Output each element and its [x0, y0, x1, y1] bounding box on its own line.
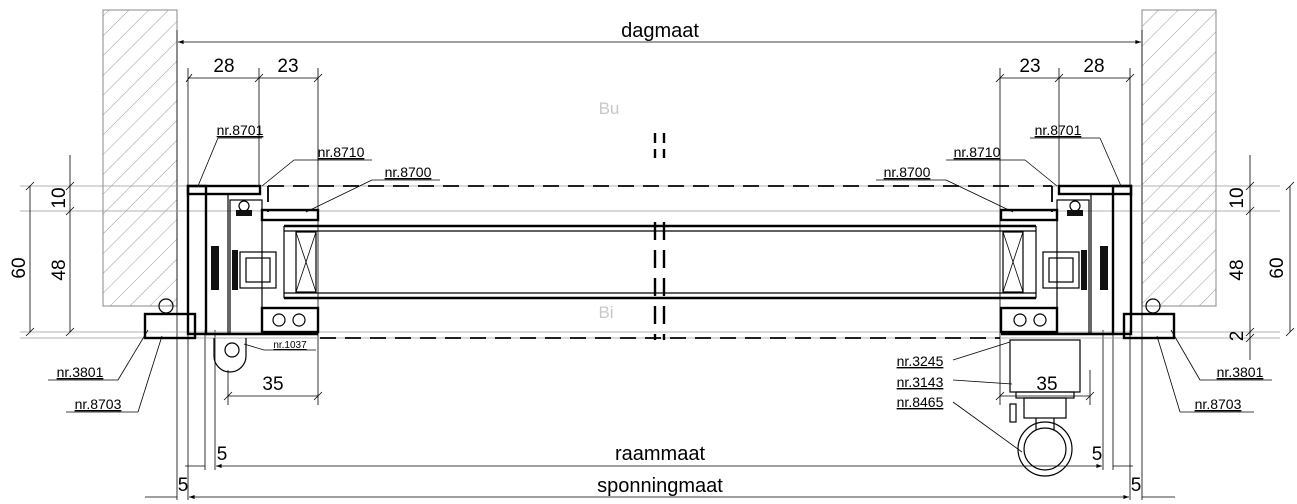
part-left-8700: nr.8700 — [385, 164, 432, 180]
dim-top-right-28: 28 — [1083, 56, 1104, 77]
dim-right-60: 60 — [1267, 257, 1288, 278]
part-right-8703: nr.8703 — [1195, 396, 1242, 412]
dim-left-5-raam: 5 — [217, 444, 228, 465]
raammaat-label: raammaat — [615, 443, 705, 465]
part-right-3143: nr.3143 — [897, 374, 944, 390]
left-frame-profile — [143, 184, 320, 373]
dim-left-10: 10 — [49, 187, 70, 208]
dim-top-left-23: 23 — [277, 56, 298, 77]
left-leaders — [48, 137, 440, 413]
dim-bottom-right-35: 35 — [1036, 374, 1057, 395]
dim-right-5-sponning: 5 — [1131, 475, 1142, 496]
right-frame-profile — [999, 184, 1176, 477]
dagmaat-label: dagmaat — [621, 20, 699, 42]
dim-top-right-23: 23 — [1019, 56, 1040, 77]
sash-outline — [267, 185, 1053, 339]
part-left-1037: nr.1037 — [273, 340, 307, 351]
part-left-8703: nr.8703 — [75, 396, 122, 412]
outside-label: Bu — [599, 99, 620, 118]
part-left-8710: nr.8710 — [318, 144, 365, 160]
glass-panel — [283, 224, 1037, 300]
dim-left-5-sponning: 5 — [178, 475, 189, 496]
dim-right-2: 2 — [1227, 331, 1248, 342]
part-left-8701: nr.8701 — [217, 122, 264, 138]
inside-label: Bi — [598, 303, 613, 322]
left-wall — [102, 9, 178, 307]
part-left-3801: nr.3801 — [57, 364, 104, 380]
dim-left-60: 60 — [9, 257, 30, 278]
dim-right-48: 48 — [1227, 259, 1248, 280]
dim-bottom-left-35: 35 — [262, 374, 283, 395]
part-right-8700: nr.8700 — [884, 164, 931, 180]
dim-right-5-raam: 5 — [1092, 444, 1103, 465]
dim-right-10: 10 — [1227, 187, 1248, 208]
dim-top-left-28: 28 — [213, 56, 234, 77]
right-vertical-dims — [1245, 155, 1295, 360]
right-wall — [1141, 9, 1217, 307]
part-right-8701: nr.8701 — [1035, 122, 1082, 138]
part-right-8465: nr.8465 — [897, 394, 944, 410]
dim-left-48: 48 — [49, 259, 70, 280]
sponningmaat-label: sponningmaat — [597, 475, 723, 497]
left-vertical-dims — [25, 155, 75, 337]
center-break — [653, 133, 666, 340]
right-leaders — [876, 137, 1272, 453]
part-right-3245: nr.3245 — [897, 353, 944, 369]
part-right-8710: nr.8710 — [954, 144, 1001, 160]
part-right-3801: nr.3801 — [1217, 364, 1264, 380]
